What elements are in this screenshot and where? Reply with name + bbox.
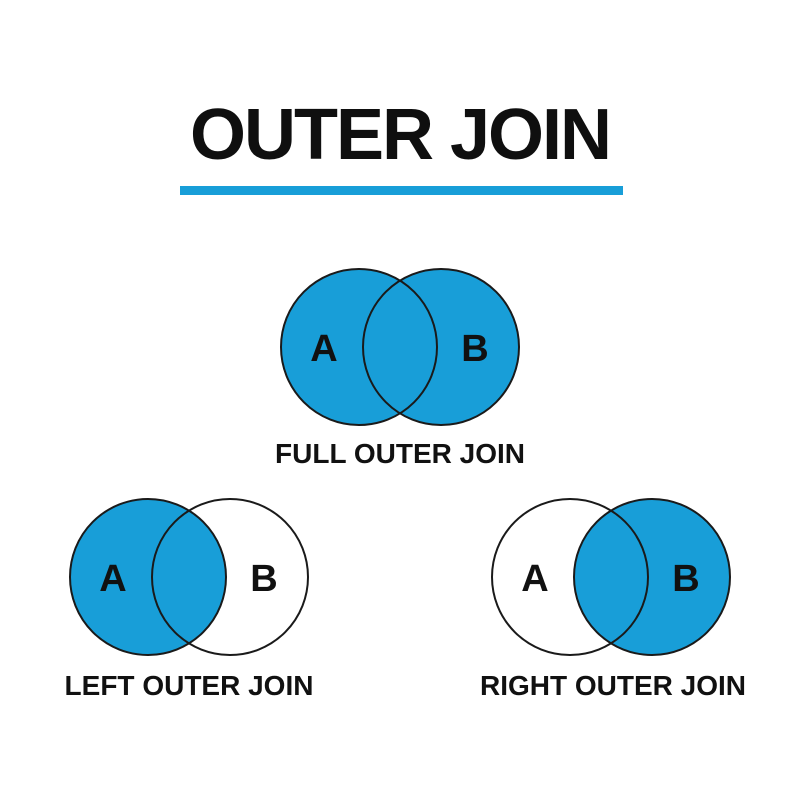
circle-b-outline (151, 498, 309, 656)
title-underline (180, 186, 623, 195)
circle-b-fill (574, 499, 730, 655)
caption-full-outer-join: FULL OUTER JOIN (275, 438, 525, 469)
label-b: B (250, 558, 277, 600)
circle-a-fill (70, 499, 226, 655)
circle-a-outline (491, 498, 649, 656)
circle-b-fill (363, 269, 519, 425)
circle-b-outline (573, 498, 731, 656)
page-title: OUTER JOIN (189, 95, 612, 175)
circle-a-outline (69, 498, 227, 656)
caption-right-outer-join: RIGHT OUTER JOIN (480, 670, 747, 701)
label-b: B (461, 328, 488, 370)
circle-a-outline (280, 268, 438, 426)
venn-right-outer-join: A B (491, 498, 731, 656)
label-b: B (672, 558, 699, 600)
venn-full-outer-join: A B (280, 268, 520, 426)
caption-left-outer-join: LEFT OUTER JOIN (64, 670, 314, 701)
venn-left-outer-join: A B (69, 498, 309, 656)
label-a: A (310, 328, 337, 370)
label-a: A (521, 558, 548, 600)
label-a: A (99, 558, 126, 600)
circle-b-outline (362, 268, 520, 426)
